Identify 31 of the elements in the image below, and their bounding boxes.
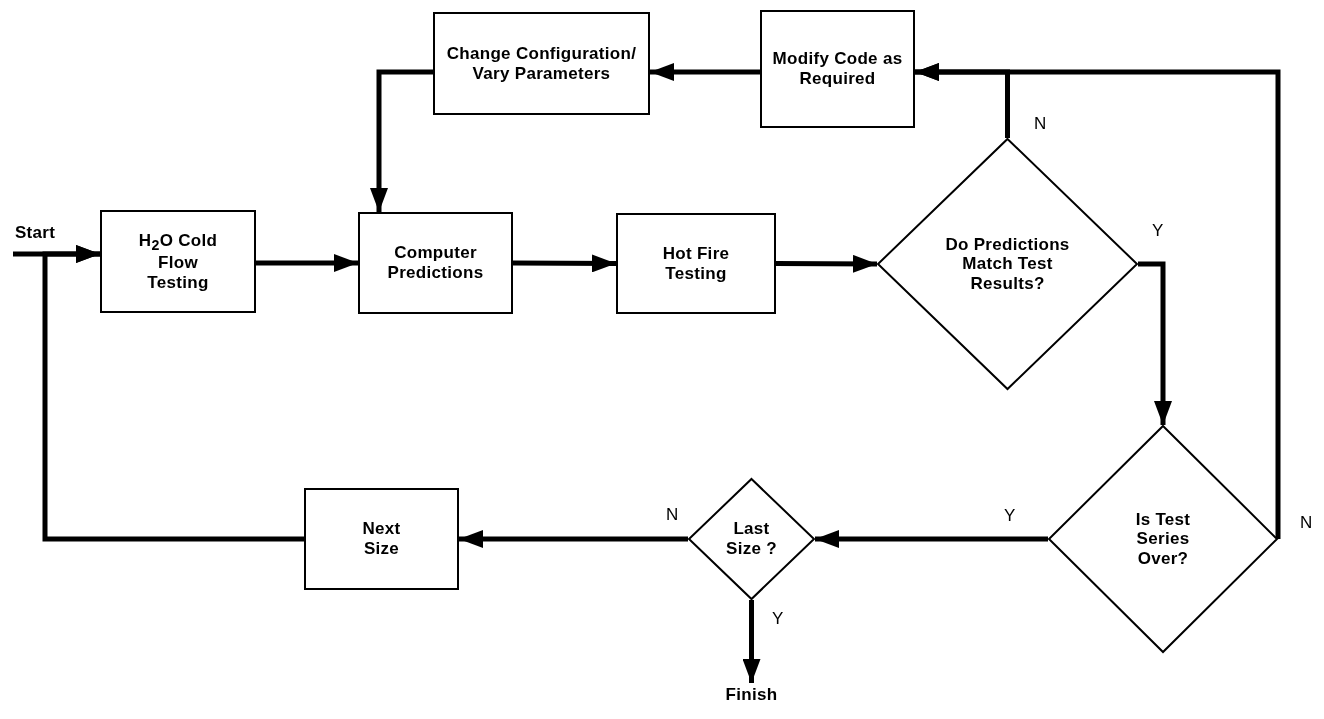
arrow — [1138, 261, 1172, 425]
node-text: Next Size — [361, 519, 402, 559]
arrow — [815, 530, 1048, 548]
arrow — [915, 63, 1281, 539]
process-box — [433, 12, 650, 115]
process-box — [358, 212, 513, 314]
node-text: H$_{2}$O Cold Flow Testing — [137, 230, 219, 293]
decision-diamond — [688, 478, 815, 600]
arrow — [370, 69, 433, 212]
node-text: Change Configuration/ Vary Parameters — [445, 43, 638, 84]
node-text: Last Size ? — [725, 519, 778, 559]
node-text: Do Predictions Match Test Results? — [945, 234, 1070, 294]
arrow — [459, 530, 688, 548]
arrow — [256, 254, 358, 272]
node-text: Computer Predictions — [386, 243, 485, 283]
process-box — [304, 488, 459, 590]
terminal-text: Finish — [724, 685, 779, 705]
process-box — [760, 10, 915, 128]
arrow — [742, 600, 761, 683]
arrow — [650, 63, 760, 81]
node-text: Modify Code as Required — [772, 49, 903, 89]
node-text: Hot Fire Testing — [661, 243, 731, 284]
decision-diamond — [877, 138, 1138, 390]
arrow — [513, 254, 616, 273]
decision-diamond — [1048, 425, 1278, 653]
terminal-text: Start — [13, 223, 57, 243]
arrow — [42, 245, 304, 542]
node-text: Is Test Series Over? — [1134, 509, 1192, 569]
arrow — [776, 254, 877, 273]
process-box — [616, 213, 776, 314]
process-box — [100, 210, 256, 313]
